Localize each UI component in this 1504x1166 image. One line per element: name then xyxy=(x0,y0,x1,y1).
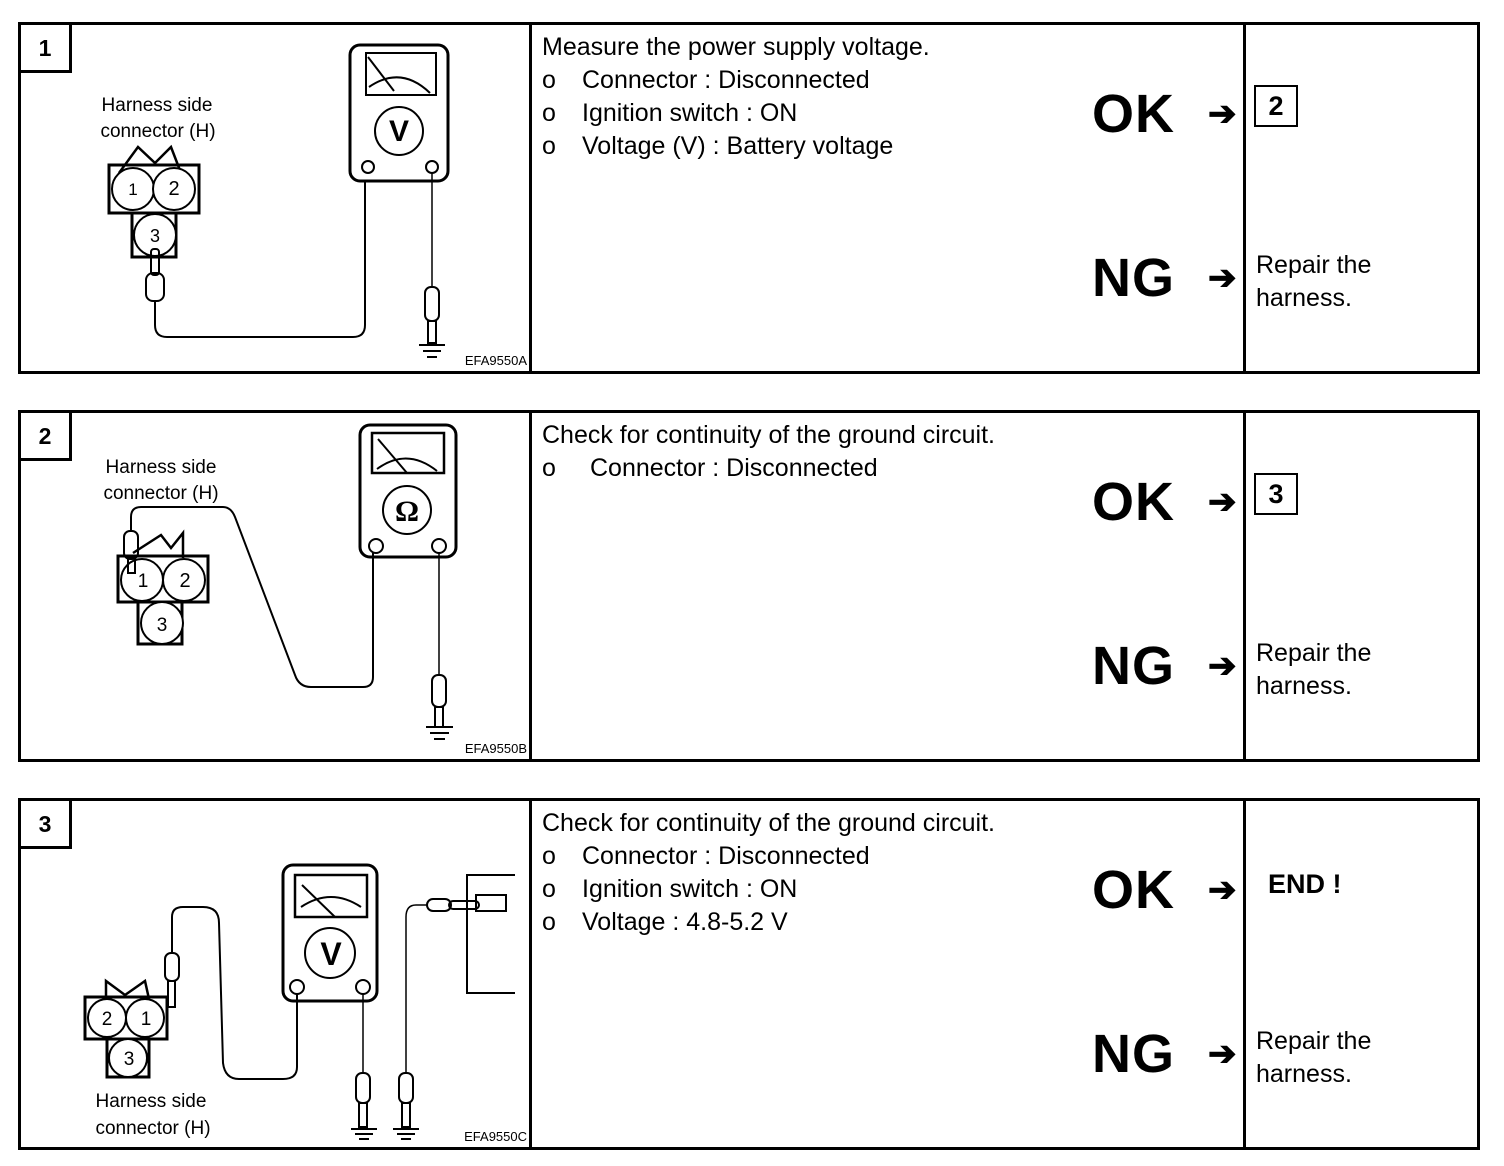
ground-symbol-icon xyxy=(426,726,453,740)
meter-symbol: V xyxy=(389,115,409,148)
step-1-results: 2 Repair the harness. xyxy=(1246,25,1477,371)
ground-probe-icon xyxy=(355,1072,371,1104)
ground-symbol-icon xyxy=(419,344,445,358)
step-3-panel: 3 xyxy=(18,798,1480,1150)
ng-result: Repair the harness. xyxy=(1256,639,1372,700)
ecu-terminal-icon xyxy=(466,874,515,994)
pin-label: 3 xyxy=(124,1049,135,1070)
connector-icon xyxy=(107,144,201,259)
arrow-right-icon: ➔ xyxy=(1208,871,1237,909)
pin-label: 3 xyxy=(157,615,168,636)
figure-code: EFA9550C xyxy=(464,1129,527,1144)
goto-step-link[interactable]: 2 xyxy=(1254,85,1298,127)
pin-label: 2 xyxy=(179,570,190,592)
step-2-figure: 2 xyxy=(21,413,532,759)
figure-code: EFA9550A xyxy=(464,353,527,368)
ng-label: NG xyxy=(1092,636,1175,696)
connector-label-line1: Harness side xyxy=(96,1091,207,1112)
instruction-title: Check for continuity of the ground circu… xyxy=(542,809,996,837)
pin-label: 1 xyxy=(138,571,149,592)
ground-symbol-icon xyxy=(393,1128,419,1140)
ok-label: OK xyxy=(1092,472,1175,532)
step-number: 1 xyxy=(21,25,72,73)
ng-label: NG xyxy=(1092,248,1175,308)
pin-label: 3 xyxy=(150,226,160,246)
ground-probe-icon xyxy=(398,1072,414,1104)
end-label: END ! xyxy=(1268,869,1342,899)
probe-icon xyxy=(164,952,180,982)
step-3-results: END ! Repair the harness. xyxy=(1246,801,1477,1147)
arrow-right-icon: ➔ xyxy=(1208,647,1237,685)
voltmeter-icon xyxy=(281,863,379,1003)
step-number: 2 xyxy=(21,413,72,461)
ok-label: OK xyxy=(1092,84,1175,144)
connector-icon xyxy=(83,978,169,1079)
arrow-right-icon: ➔ xyxy=(1208,95,1237,133)
ng-result: Repair the harness. xyxy=(1256,251,1372,312)
connector-label-line2: connector (H) xyxy=(95,1118,210,1139)
step-1-figure: 1 xyxy=(21,25,532,371)
connector-label-line2: connector (H) xyxy=(100,121,215,142)
step-1-panel: 1 xyxy=(18,22,1480,374)
step-number: 3 xyxy=(21,801,72,849)
ground-probe-icon xyxy=(424,286,440,322)
connector-label-line2: connector (H) xyxy=(103,483,218,504)
step-3-instruction: Check for continuity of the ground circu… xyxy=(532,801,1246,1147)
meter-symbol: V xyxy=(320,936,342,972)
instruction-title: Check for continuity of the ground circu… xyxy=(542,421,996,449)
pin-label: 1 xyxy=(128,180,137,199)
step-2-results: 3 Repair the harness. xyxy=(1246,413,1477,759)
probe-icon xyxy=(150,248,160,276)
arrow-right-icon: ➔ xyxy=(1208,483,1237,521)
arrow-right-icon: ➔ xyxy=(1208,1035,1237,1073)
instruction-title: Measure the power supply voltage. xyxy=(542,33,930,61)
voltmeter-icon xyxy=(348,43,450,183)
connector-label-line1: Harness side xyxy=(102,95,213,116)
step-2-panel: 2 xyxy=(18,410,1480,762)
connector-label-line1: Harness side xyxy=(106,457,217,478)
meter-symbol: Ω xyxy=(395,495,419,528)
pin-label: 1 xyxy=(141,1009,152,1030)
ng-result: Repair the harness. xyxy=(1256,1027,1372,1088)
pin-label: 2 xyxy=(102,1009,113,1030)
multimeter-diagram: 1 2 3 Ω Harness side connector (H) xyxy=(103,423,458,740)
multimeter-diagram: 2 1 3 V Harness side connector (H) xyxy=(83,863,515,1140)
ok-label: OK xyxy=(1092,860,1175,920)
goto-step-link[interactable]: 3 xyxy=(1254,473,1298,515)
probe-icon xyxy=(426,898,452,912)
pin-label: 2 xyxy=(168,178,179,200)
ohmmeter-icon xyxy=(358,423,458,559)
figure-code: EFA9550B xyxy=(464,741,527,756)
step-2-instruction: Check for continuity of the ground circu… xyxy=(532,413,1246,759)
ground-probe-icon xyxy=(431,674,447,708)
ng-label: NG xyxy=(1092,1024,1175,1084)
step-3-figure: 3 xyxy=(21,801,532,1147)
arrow-right-icon: ➔ xyxy=(1208,259,1237,297)
connector-icon xyxy=(116,529,210,646)
multimeter-diagram: 1 2 3 V Harness side connector (H) xyxy=(100,43,450,358)
ground-symbol-icon xyxy=(351,1128,377,1140)
